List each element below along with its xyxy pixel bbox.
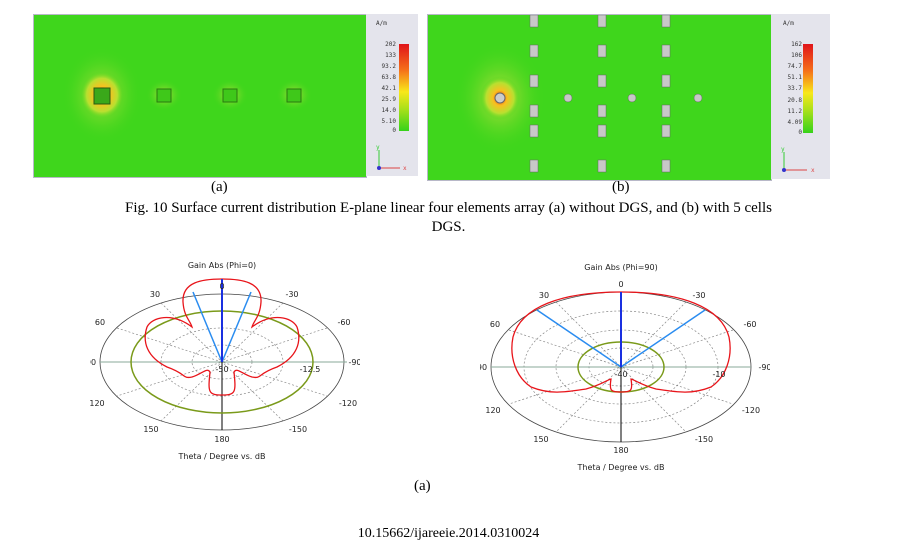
center-value: -50 [215, 365, 228, 374]
plot-title: Gain Abs (Phi=0) [188, 261, 256, 270]
color-bar [803, 44, 813, 133]
panel-b-label: (b) [612, 179, 630, 195]
color-legend-b: A/m 162 106 74.7 51.1 33.7 20.8 11.2 4.0… [771, 14, 830, 179]
angle-label: -30 [692, 291, 705, 300]
legend-tick: 5.10 [381, 118, 396, 125]
angle-label: -30 [285, 290, 298, 299]
polar-plot-phi0: Gain Abs (Phi=0) 0 30 -30 60 -60 90 -90 … [90, 261, 360, 461]
current-map-a [33, 14, 367, 178]
ring-value: -10 [712, 370, 725, 379]
legend-tick: 74.7 [787, 63, 802, 70]
ring-value: -12.5 [300, 365, 321, 374]
legend-tick: 25.9 [381, 96, 396, 103]
figure-caption: Fig. 10 Surface current distribution E-p… [125, 200, 772, 216]
angle-label: 60 [95, 318, 105, 327]
legend-unit: A/m [376, 20, 387, 27]
current-map-b-drawing [455, 14, 703, 173]
angle-label: 150 [533, 435, 548, 444]
angle-label: 0 [618, 280, 623, 289]
angle-label: 180 [613, 446, 628, 455]
angle-label: -90 [758, 363, 770, 372]
axis-title: Theta / Degree vs. dB [577, 463, 665, 472]
axis-triad-icon: yx [781, 146, 815, 174]
plot-title: Gain Abs (Phi=90) [584, 263, 657, 272]
angle-label: 60 [490, 320, 500, 329]
y-axis-label: y [781, 146, 785, 153]
angle-label: -150 [289, 425, 307, 434]
angle-label: 120 [90, 399, 105, 408]
current-map-a-drawing [62, 47, 312, 143]
current-map-b [427, 14, 772, 181]
legend-tick: 93.2 [381, 63, 396, 70]
angle-label: 180 [214, 435, 229, 444]
angle-label: -60 [743, 320, 756, 329]
doi: 10.15662/ijareeie.2014.0310024 [357, 526, 540, 541]
legend-unit: A/m [783, 20, 794, 27]
legend-tick: 202 [385, 41, 396, 48]
angle-label: 150 [143, 425, 158, 434]
figure-caption-cont: DGS. [431, 219, 466, 235]
color-legend-a: A/m 202 133 93.2 63.8 42.1 25.9 14.0 5.1… [366, 14, 418, 176]
center-value: -40 [614, 370, 627, 379]
angle-label: 30 [150, 290, 160, 299]
color-bar [399, 44, 409, 131]
legend-tick: 133 [385, 52, 396, 59]
axis-triad-icon: yx [376, 144, 407, 172]
x-axis-label: x [403, 165, 407, 172]
legend-tick: 20.8 [787, 97, 802, 104]
angle-label: -120 [742, 406, 760, 415]
legend-tick: 51.1 [787, 74, 802, 81]
angle-label: -90 [348, 358, 360, 367]
angle-label: -150 [695, 435, 713, 444]
angle-label: -60 [337, 318, 350, 327]
angle-label: 90 [480, 363, 487, 372]
panel-a-label: (a) [211, 179, 228, 195]
legend-tick: 11.2 [787, 108, 802, 115]
figure11-label: (a) [414, 478, 431, 494]
polar-plot-phi90: Gain Abs (Phi=90) 0 30 -30 60 -60 90 -90… [480, 263, 770, 472]
legend-tick: 0 [392, 127, 396, 134]
legend-tick: 0 [798, 129, 802, 136]
angle-label: 0 [219, 282, 224, 291]
legend-tick: 14.0 [381, 107, 396, 114]
angle-label: 90 [90, 358, 96, 367]
legend-tick: 42.1 [381, 85, 396, 92]
legend-tick: 106 [791, 52, 802, 59]
legend-tick: 162 [791, 41, 802, 48]
axis-title: Theta / Degree vs. dB [178, 452, 266, 461]
angle-label: 30 [539, 291, 549, 300]
y-axis-label: y [376, 144, 380, 151]
legend-tick: 4.09 [787, 119, 802, 126]
legend-tick: 63.8 [381, 74, 396, 81]
x-axis-label: x [811, 167, 815, 174]
angle-label: -120 [339, 399, 357, 408]
angle-label: 120 [485, 406, 500, 415]
legend-tick: 33.7 [787, 85, 802, 92]
